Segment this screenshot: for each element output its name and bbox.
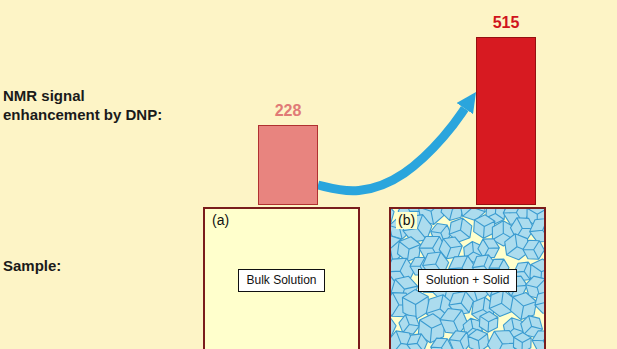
bar: 228 — [258, 125, 318, 205]
sample-panel: (a) Bulk Solution — [203, 207, 360, 349]
bar: 515 — [476, 37, 536, 205]
sample-panel: (b) Solution + Solid — [389, 207, 546, 349]
axis-label: Sample: — [3, 256, 123, 275]
crystal — [528, 218, 546, 243]
crystal — [530, 326, 546, 349]
sample-name: Bulk Solution — [246, 273, 316, 288]
panel-letter: (b) — [396, 212, 417, 229]
panel-letter: (a) — [210, 212, 231, 229]
crystal — [513, 332, 531, 349]
bar-value: 228 — [239, 101, 337, 121]
crystal — [479, 311, 498, 333]
sample-box: Bulk Solution — [238, 269, 324, 292]
bar-value: 515 — [457, 13, 555, 33]
sample-name: Solution + Solid — [426, 273, 510, 288]
crystal — [533, 289, 546, 316]
sample-box: Solution + Solid — [418, 269, 518, 292]
crystal — [406, 333, 429, 349]
enhancement-arrow — [318, 109, 465, 191]
axis-label: NMR signal enhancement by DNP: — [3, 86, 178, 124]
